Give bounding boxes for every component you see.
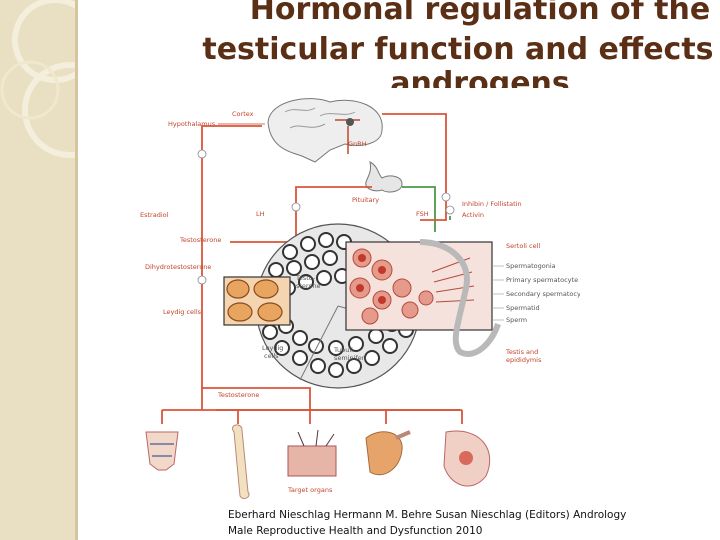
label-fsh: FSH bbox=[416, 210, 429, 218]
muscle-icon bbox=[366, 432, 410, 475]
skin-hair-icon bbox=[288, 430, 336, 476]
target-arrows bbox=[162, 410, 462, 424]
label-activin: Activin bbox=[462, 211, 484, 219]
label-testo-sterone-inner-1: Testo- bbox=[295, 274, 316, 282]
citation-line-2: Male Reproductive Health and Dysfunction… bbox=[228, 523, 708, 539]
title-line-1: Hormonal regulation of the bbox=[160, 0, 720, 30]
label-tubuli-2: seminiferi bbox=[334, 354, 366, 362]
slide-title: Hormonal regulation of the testicular fu… bbox=[160, 0, 720, 88]
label-spermatid: Spermatid bbox=[506, 304, 540, 312]
label-testosterone-top: Testosterone bbox=[179, 236, 221, 244]
sertoli-cell-inset bbox=[346, 242, 492, 330]
label-dihydrotestosterone: Dihydrotestosterone bbox=[145, 263, 211, 271]
label-target-organs: Target organs bbox=[287, 486, 333, 494]
label-pituitary: Pituitary bbox=[352, 196, 379, 204]
label-sertoli-cell: Sertoli cell bbox=[506, 242, 540, 250]
label-testis-epididymis-1: Testis and bbox=[505, 348, 538, 356]
label-leydig-cells: Leydig cells bbox=[163, 308, 202, 316]
bone-icon bbox=[233, 425, 250, 499]
side-band-divider bbox=[75, 0, 78, 540]
label-testosterone-bottom: Testosterone bbox=[217, 391, 259, 399]
label-estradiol: Estradiol bbox=[140, 211, 169, 219]
label-testis-epididymis-2: epididymis bbox=[506, 356, 542, 364]
label-leydig-inner-2: cells bbox=[264, 352, 279, 360]
label-leydig-inner-1: Leydig bbox=[262, 344, 283, 352]
label-spermatogonia: Spermatogonia bbox=[506, 262, 556, 270]
brain-illustration bbox=[268, 99, 382, 162]
label-testo-sterone-inner-2: sterone bbox=[296, 282, 321, 290]
decorative-side-band bbox=[0, 0, 75, 540]
title-clip: Hormonal regulation of the testicular fu… bbox=[80, 0, 720, 88]
label-lh: LH bbox=[256, 210, 265, 218]
hormonal-regulation-diagram: Cortex Hypothalamus GnRH Pituitary LH FS… bbox=[120, 92, 580, 504]
citation: Eberhard Nieschlag Hermann M. Behre Susa… bbox=[228, 507, 708, 539]
label-inhibin: Inhibin / Follistatin bbox=[462, 200, 522, 208]
label-secondary-spermatocyte: Secondary spermatocyte bbox=[506, 290, 580, 298]
label-sperm: Sperm bbox=[506, 316, 527, 324]
title-line-3: androgens bbox=[160, 64, 720, 88]
label-primary-spermatocyte: Primary spermatocyte bbox=[506, 276, 578, 284]
label-tubuli-1: Tubuli bbox=[333, 346, 353, 354]
label-cortex: Cortex bbox=[232, 110, 254, 118]
label-gnrh: GnRH bbox=[348, 140, 367, 148]
sertoli-leader-lines bbox=[492, 266, 504, 320]
leydig-cells-inset bbox=[224, 277, 290, 325]
citation-line-1: Eberhard Nieschlag Hermann M. Behre Susa… bbox=[228, 507, 708, 523]
larynx-icon bbox=[146, 432, 178, 470]
prostate-icon bbox=[444, 431, 490, 486]
decorative-rings bbox=[0, 0, 75, 540]
